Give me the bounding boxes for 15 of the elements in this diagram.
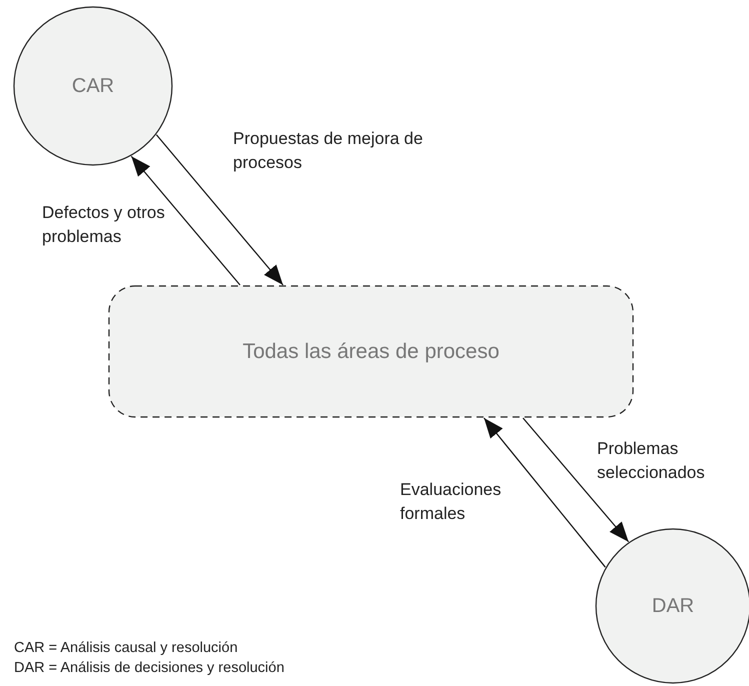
edge-label: Defectos y otros problemas — [42, 202, 166, 248]
edge-label: Propuestas de mejora de procesos — [233, 128, 424, 174]
node-label: CAR — [72, 74, 114, 98]
edge-label: Problemas seleccionados — [597, 438, 706, 484]
dashed-process-box — [108, 285, 634, 418]
arrow — [484, 418, 606, 568]
arrow — [156, 134, 284, 286]
arrow — [130, 156, 240, 286]
arrow — [522, 418, 630, 542]
note-text: DAR = Análisis de decisiones y resolución — [14, 659, 284, 678]
node-label: DAR — [652, 594, 694, 618]
note-text: CAR = Análisis causal y resolución — [14, 639, 238, 658]
process-circle — [13, 6, 173, 166]
node-label: Todas las áreas de proceso — [242, 340, 500, 364]
edge-label: Evaluaciones formales — [400, 479, 502, 525]
